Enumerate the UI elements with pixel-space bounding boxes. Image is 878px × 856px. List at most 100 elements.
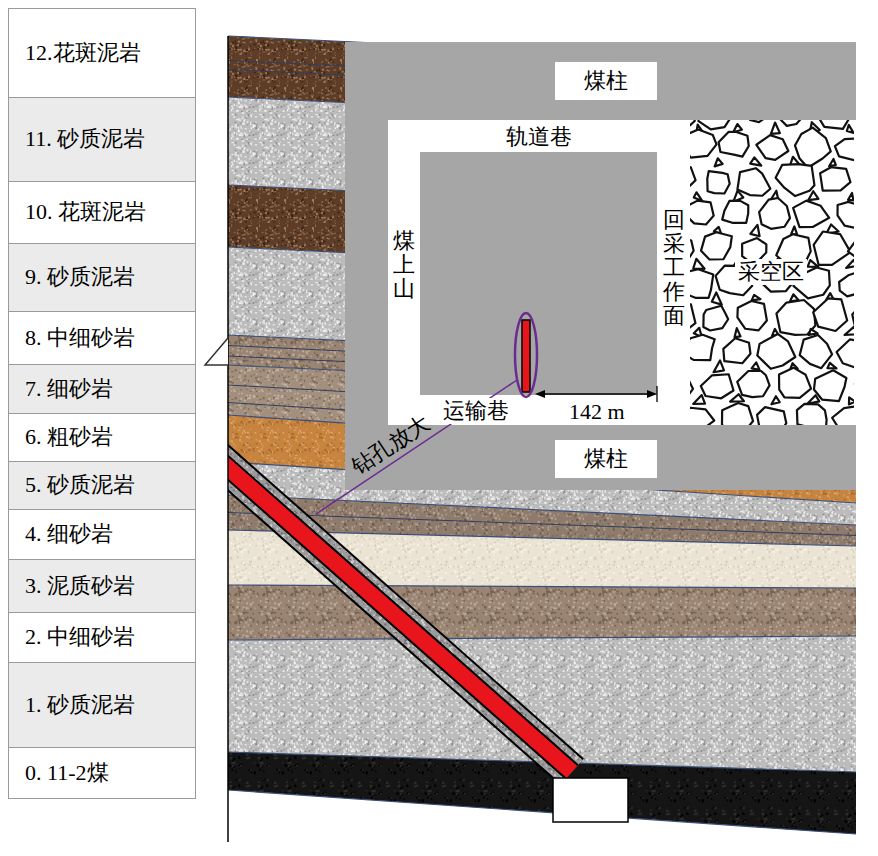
box-text: 4. 细砂岩 [25,521,113,547]
stratum-box: 2. 中细砂岩 [8,612,196,663]
roadway-section [553,778,628,822]
pillar-label-box: 煤柱 [555,62,657,100]
rubble-block [800,335,832,368]
plan-inset [345,42,856,490]
rubble-block [829,159,836,166]
box-text: 10. 花斑泥岩 [25,199,146,225]
rubble-block [771,123,780,134]
stratum-box: 0. 11-2煤 [8,747,196,799]
rubble-block [814,370,846,401]
rubble-block [839,273,854,296]
rubble-block [737,371,769,397]
dimension-tick [656,386,657,402]
rubble-block [714,360,724,372]
rubble-block [715,158,723,166]
stratum-box: 11. 砂质泥岩 [8,97,196,182]
rubble-block [807,395,819,404]
rubble-block [814,232,851,265]
rubble-block [750,225,759,236]
rubble-block [808,191,818,200]
rubble-block [693,395,705,404]
rock-layer [228,585,856,640]
stratum-box: 12.花斑泥岩 [8,8,196,98]
rubble-block [703,306,728,331]
rubble-block [693,259,704,269]
box-text: 7. 细砂岩 [25,376,113,402]
box-text: 5. 砂质泥岩 [25,472,135,498]
stratum-box: 4. 细砂岩 [8,509,196,560]
rubble-block [737,301,766,330]
rubble-block [757,407,786,425]
zoom-leader [316,380,517,514]
borehole-band [228,443,572,772]
rubble-block [690,162,696,194]
rubble-block [690,201,714,225]
dimension-arrow [535,390,545,398]
area-name: 采空区 [735,259,807,285]
dimension-line [537,393,655,394]
pointer-notch [205,338,228,365]
stratum-box: 6. 粗砂岩 [8,413,196,462]
rubble-block [735,328,741,337]
rubble-block [845,327,854,335]
rubble-block [723,338,750,363]
dimension-arrow [647,390,657,398]
rubble-block [846,260,854,268]
rubble-block [848,232,854,266]
rubble-block [779,368,811,398]
rubble-block [690,269,713,298]
box-text: 煤柱 [584,446,628,472]
box-text: 0. 11-2煤 [25,760,109,786]
rubble-block [847,125,854,133]
zoom-ellipse [515,313,537,397]
section-edge [227,36,229,842]
goaf-ground [690,120,854,425]
rubble-block [701,374,734,398]
roadway-name: 运输巷 [440,398,512,424]
goaf-rubble [690,120,854,425]
rubble-block [793,201,829,228]
rubble-block [712,292,722,304]
borehole-band [228,443,572,772]
rubble-block [795,128,831,168]
rubble-block [701,232,732,259]
rubble-block [832,405,854,425]
box-text: 2. 中细砂岩 [25,624,135,650]
rubble-block [737,168,770,196]
rubble-block [848,193,853,200]
rubble-block [849,397,854,404]
rubble-block [707,171,729,193]
rubble-block [759,198,790,229]
rubble-block [757,334,795,369]
box-text: 8. 中细砂岩 [25,325,135,351]
rubble-block [837,339,854,367]
rubble-block [719,132,749,157]
zoom-label: 钻孔放大 [347,410,435,481]
stratum-box: 3. 泥质砂岩 [8,559,196,613]
rubble-block [797,404,827,425]
rubble-block [690,408,714,425]
roadway-name: 煤上山 [393,229,415,302]
layer-boundary [228,636,856,640]
stratum-box: 7. 细砂岩 [8,364,196,414]
rubble-block [690,335,715,360]
rubble-block [852,303,854,333]
box-text: 3. 泥质砂岩 [25,573,135,599]
dimension-label: 142 m [569,399,625,425]
rubble-block [690,120,695,130]
roadway-frame [388,120,856,425]
box-text: 12.花斑泥岩 [25,40,141,66]
rubble-block [690,303,695,332]
rubble-block [791,226,797,234]
layer-boundary [228,585,856,588]
coal-panel [420,152,657,395]
rubble-block [698,120,731,129]
borehole-band [228,443,572,772]
box-text: 6. 粗砂岩 [25,424,113,450]
rubble-block [722,403,753,425]
rubble-block [690,130,717,158]
rubble-block [820,167,850,190]
rubble-block [752,295,761,300]
